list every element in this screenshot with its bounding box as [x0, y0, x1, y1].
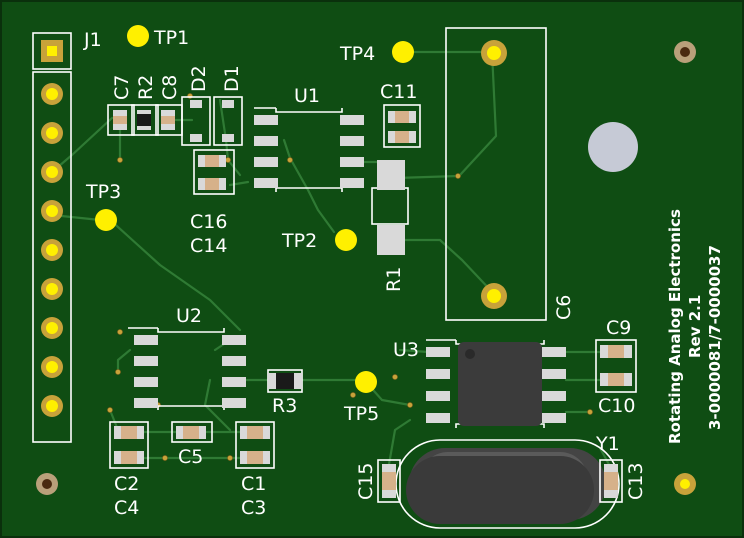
board-title: Rotating Analog Electronics — [666, 209, 684, 444]
test-point-tp2 — [335, 229, 357, 251]
label-c3: C3 — [241, 497, 266, 519]
label-c11: C11 — [380, 81, 417, 103]
component-c15 — [377, 459, 401, 503]
component-c16-c14 — [193, 149, 235, 195]
label-j1: J1 — [83, 29, 102, 51]
label-u1: U1 — [294, 85, 320, 107]
test-point-tp5 — [355, 371, 377, 393]
label-tp2: TP2 — [281, 230, 317, 252]
label-c14: C14 — [190, 235, 227, 257]
label-u3: U3 — [393, 339, 419, 361]
label-c8: C8 — [159, 75, 181, 100]
ic-pin — [426, 369, 450, 379]
mounting-hole-bottom-right — [674, 473, 696, 495]
ic-pin — [426, 347, 450, 357]
label-r1: R1 — [383, 267, 405, 292]
header-pin — [41, 83, 63, 105]
ic-pin — [222, 377, 246, 387]
label-c16: C16 — [190, 211, 227, 233]
component-c7-r2-c8 — [107, 104, 183, 136]
ic-pin — [542, 391, 566, 401]
ic-pin — [426, 413, 450, 423]
test-point-tp3 — [95, 209, 117, 231]
connector-j1 — [32, 32, 72, 443]
component-c9-c10 — [595, 339, 637, 393]
header-pin — [41, 239, 63, 261]
ic-u2 — [128, 327, 246, 410]
ic-pin — [340, 136, 364, 146]
ic-pin — [340, 178, 364, 188]
ic-pin — [340, 157, 364, 167]
label-d1: D1 — [221, 65, 243, 92]
label-c15: C15 — [355, 463, 377, 500]
resistor-r1 — [371, 160, 409, 255]
ic-pin — [254, 136, 278, 146]
label-c2: C2 — [114, 473, 139, 495]
header-pin — [41, 356, 63, 378]
label-c10: C10 — [598, 395, 635, 417]
label-u2: U2 — [176, 305, 202, 327]
label-r2: R2 — [135, 75, 157, 100]
capacitor-c6 — [445, 27, 547, 321]
label-tp3: TP3 — [85, 181, 121, 203]
component-c5 — [171, 421, 213, 443]
ic-pin — [134, 377, 158, 387]
header-pin — [41, 395, 63, 417]
test-point-tp1 — [127, 25, 149, 47]
component-c1-c3 — [235, 421, 275, 469]
label-c9: C9 — [606, 317, 631, 339]
resistor-r3 — [267, 369, 303, 393]
board-cutout-hole — [588, 122, 638, 172]
label-c5: C5 — [178, 446, 203, 468]
label-tp1: TP1 — [153, 27, 189, 49]
header-pin — [41, 278, 63, 300]
component-c2-c4 — [109, 421, 149, 469]
mounting-hole-bottom-left — [36, 473, 58, 495]
ic-pin — [542, 347, 566, 357]
component-c13 — [599, 459, 623, 503]
board-part-number: 3-0000081/7-0000037 — [706, 245, 724, 430]
ic-u3 — [426, 339, 566, 428]
label-tp5: TP5 — [343, 403, 379, 425]
crystal-y1 — [395, 439, 620, 529]
ic-pin — [222, 356, 246, 366]
label-c13: C13 — [625, 463, 647, 500]
board-revision: Rev 2.1 — [686, 295, 704, 358]
mounting-hole-top-right — [674, 41, 696, 63]
header-pin — [41, 161, 63, 183]
ic-pin — [542, 369, 566, 379]
ic-u1 — [254, 107, 364, 192]
ic-pin — [134, 335, 158, 345]
diodes-d2-d1 — [181, 96, 243, 146]
ic-pin — [254, 115, 278, 125]
mounting-holes — [36, 41, 696, 495]
label-c6: C6 — [553, 295, 575, 320]
label-d2: D2 — [188, 65, 210, 92]
ic-pin — [542, 413, 566, 423]
ic-pin — [254, 157, 278, 167]
ic-pin — [222, 335, 246, 345]
header-pin — [41, 200, 63, 222]
ic-pin — [134, 398, 158, 408]
label-c4: C4 — [114, 497, 139, 519]
silkscreen-labels: J1 TP1 TP4 U1 C11 TP3 C16 C14 TP2 U2 U3 … — [83, 27, 724, 519]
test-point-tp4 — [392, 41, 414, 63]
ic-pin — [340, 115, 364, 125]
label-r3: R3 — [272, 395, 297, 417]
label-tp4: TP4 — [339, 43, 375, 65]
header-pin — [41, 122, 63, 144]
component-c11 — [383, 104, 421, 148]
label-c1: C1 — [241, 473, 266, 495]
label-y1: Y1 — [595, 433, 620, 455]
header-pin — [41, 317, 63, 339]
ic-pin — [254, 178, 278, 188]
ic-pin — [222, 398, 246, 408]
label-c7: C7 — [111, 75, 133, 100]
ic-pin — [426, 391, 450, 401]
ic-pin — [134, 356, 158, 366]
